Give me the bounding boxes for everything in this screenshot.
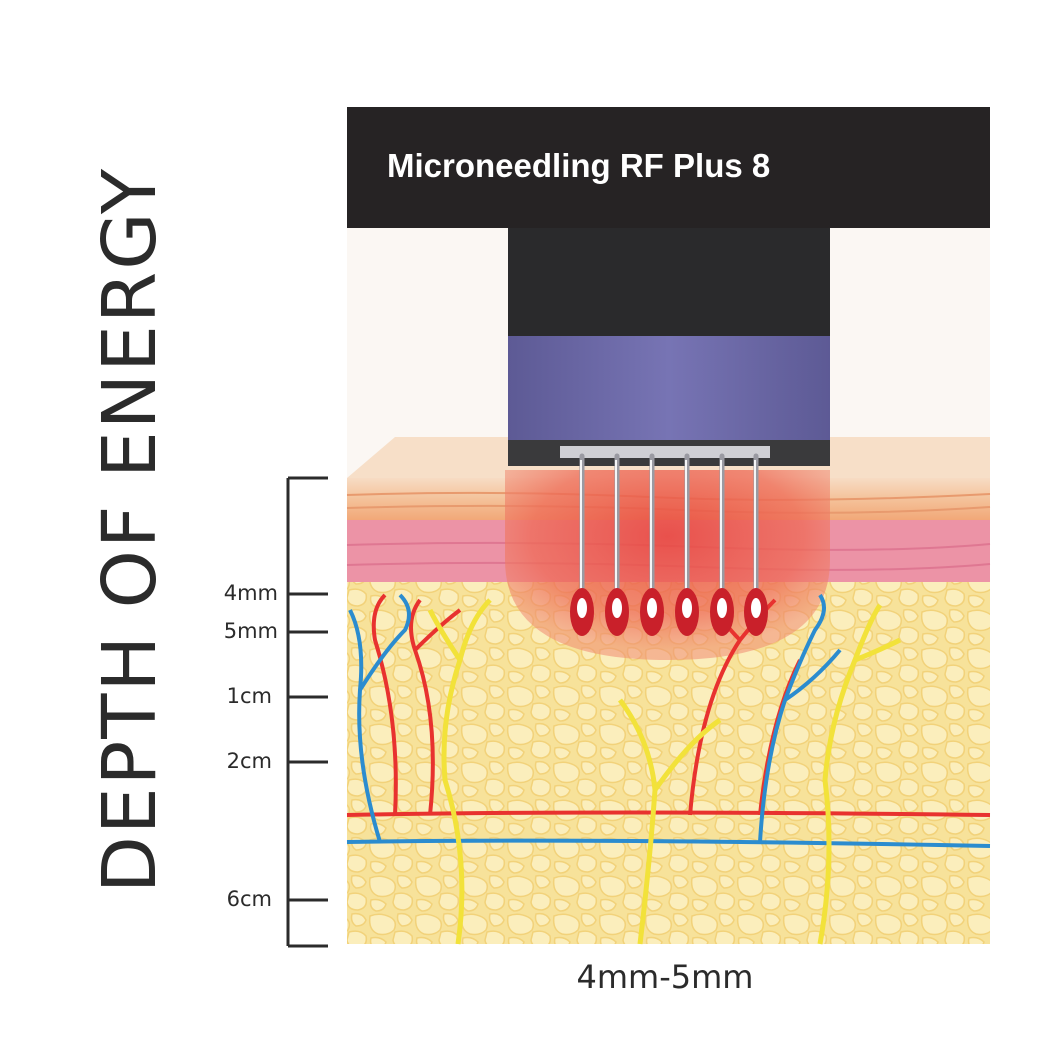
depth-tick-label: 5mm bbox=[223, 619, 278, 643]
needle-depth-label: 4mm-5mm bbox=[576, 958, 754, 996]
header-title: Microneedling RF Plus 8 bbox=[387, 147, 771, 184]
depth-tick-label: 4mm bbox=[223, 581, 278, 605]
microneedle-icon bbox=[570, 453, 768, 636]
handpiece-icon bbox=[508, 228, 830, 336]
depth-scale-bracket bbox=[286, 476, 328, 948]
vein-icon bbox=[346, 593, 991, 848]
depth-of-energy-title: DEPTH OF ENERGY bbox=[87, 166, 173, 894]
header-bar: Microneedling RF Plus 8 bbox=[347, 107, 990, 228]
depth-tick-label: 2cm bbox=[226, 749, 272, 773]
depth-tick-label: 6cm bbox=[226, 887, 272, 911]
rf-energy-zone bbox=[505, 470, 830, 660]
nerve-icon bbox=[427, 598, 902, 945]
depth-tick-label: 1cm bbox=[226, 684, 272, 708]
handpiece-tip bbox=[508, 336, 830, 440]
